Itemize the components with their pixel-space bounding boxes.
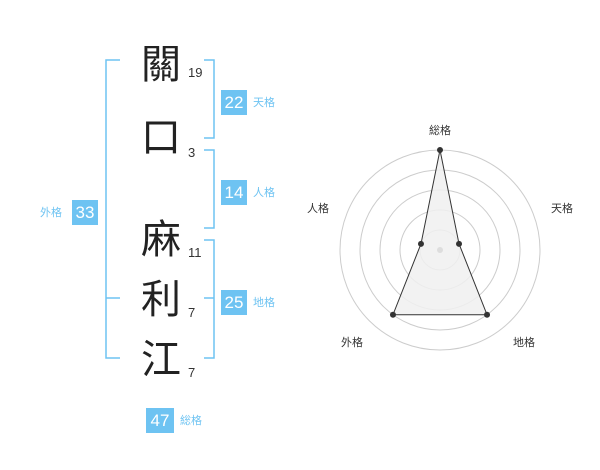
radar-point-4 (389, 311, 396, 318)
jinkaku-bracket (204, 149, 215, 229)
chikaku-value: 25 (221, 290, 247, 315)
gaikaku-value: 33 (72, 200, 98, 225)
jinkaku-value: 14 (221, 180, 247, 205)
tenkaku-bracket (204, 59, 215, 139)
stroke-count-1: 19 (188, 65, 203, 80)
radar-point-2 (456, 240, 463, 247)
kaku-brackets (105, 59, 215, 359)
name-char-3: 麻 (141, 217, 181, 263)
radar-label-gaikaku: 外格 (341, 335, 363, 349)
radar-point-1 (437, 147, 443, 153)
radar-label-tenkaku: 天格 (551, 201, 573, 215)
stroke-count-4: 7 (188, 305, 196, 320)
radar-label-chikaku: 地格 (513, 335, 535, 349)
name-char-1: 關 (141, 42, 181, 88)
stroke-count-2: 3 (188, 145, 196, 160)
tenkaku-value: 22 (221, 90, 247, 115)
chikaku-bracket (204, 239, 215, 359)
gaikaku-label: 外格 (40, 206, 62, 219)
radar-label-soukaku: 総格 (429, 123, 451, 137)
stroke-count-5: 7 (188, 365, 196, 380)
gaikaku-bracket (105, 59, 120, 359)
stroke-count-3: 11 (188, 245, 202, 260)
radar-points (389, 147, 491, 318)
name-char-4: 利 (141, 277, 181, 323)
radar-chart: 総格 天格 地格 外格 人格 (307, 123, 573, 351)
radar-point-5 (417, 240, 424, 247)
soukaku-value: 47 (146, 408, 174, 433)
chikaku-label: 地格 (253, 296, 275, 309)
tenkaku-label: 天格 (253, 96, 275, 109)
radar-label-jinkaku: 人格 (307, 201, 329, 215)
jinkaku-label: 人格 (253, 186, 275, 199)
radar-polygon (392, 149, 488, 316)
soukaku-label: 総格 (180, 414, 202, 427)
radar-point-3 (484, 311, 491, 318)
name-char-2: 口 (141, 115, 181, 161)
name-char-5: 江 (141, 337, 181, 383)
radar-center-dot (437, 247, 443, 253)
